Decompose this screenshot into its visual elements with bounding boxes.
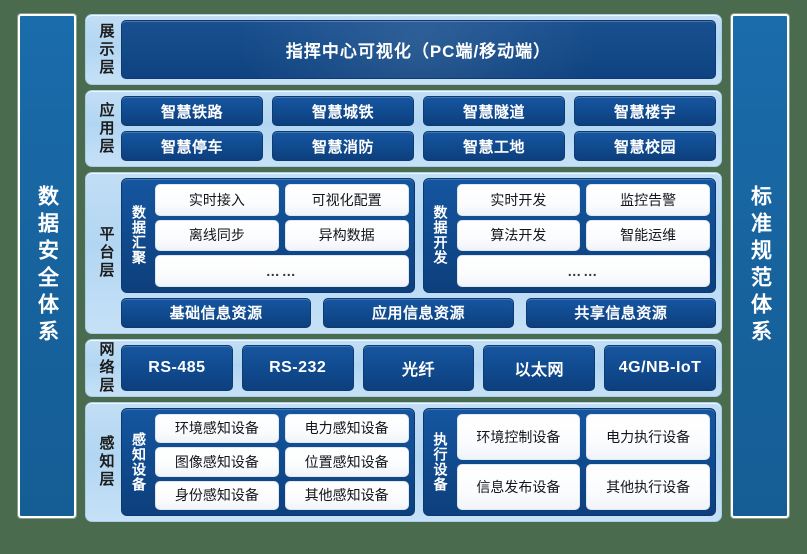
application-row-1: 智慧铁路 智慧城铁 智慧隧道 智慧楼宇 xyxy=(121,96,716,127)
network-item[interactable]: 4G/NB-IoT xyxy=(604,344,716,391)
sensing-chip[interactable]: 其他感知设备 xyxy=(284,480,409,511)
platform-groups: 数据汇聚 实时接入 可视化配置 离线同步 异构数据 xyxy=(121,178,716,293)
app-item[interactable]: 智慧楼宇 xyxy=(574,96,716,127)
platform-chip[interactable]: 智能运维 xyxy=(586,219,710,252)
sensing-chip[interactable]: 身份感知设备 xyxy=(155,480,279,511)
layer-platform-body: 数据汇聚 实时接入 可视化配置 离线同步 异构数据 xyxy=(121,178,716,328)
group-sensing-devices-items: 环境感知设备 电力感知设备 图像感知设备 位置感知设备 身份感知设备 其他感知设… xyxy=(155,413,409,511)
group-actuating-devices-items: 环境控制设备 电力执行设备 信息发布设备 其他执行设备 xyxy=(456,413,710,511)
actuating-chip[interactable]: 电力执行设备 xyxy=(586,413,710,460)
platform-chip[interactable]: 实时开发 xyxy=(456,184,581,216)
group-sensing-devices: 感知设备 环境感知设备 电力感知设备 图像感知设备 位置感知设备 xyxy=(121,407,415,517)
platform-chip[interactable]: 离线同步 xyxy=(155,219,279,252)
app-item[interactable]: 智慧校园 xyxy=(574,131,716,162)
layer-stack: 展示层 指挥中心可视化（PC端/移动端） 应用层 智慧铁路 智慧城铁 智慧隧道 … xyxy=(85,14,722,523)
item-row: 身份感知设备 其他感知设备 xyxy=(155,480,409,511)
platform-chip[interactable]: 可视化配置 xyxy=(284,184,409,216)
item-row: …… xyxy=(155,255,409,287)
item-row: 图像感知设备 位置感知设备 xyxy=(155,447,409,477)
layer-network: 网络层 RS-485 RS-232 光纤 以太网 4G/NB-IoT xyxy=(85,338,722,397)
right-pillar-label: 标准规范体系 xyxy=(748,185,772,347)
actuating-chip[interactable]: 其他执行设备 xyxy=(586,463,710,511)
group-sensing-devices-title: 感知设备 xyxy=(131,431,147,492)
item-row: 环境控制设备 电力执行设备 xyxy=(456,413,710,460)
group-data-aggregation-items: 实时接入 可视化配置 离线同步 异构数据 …… xyxy=(155,184,409,287)
platform-chip[interactable]: 算法开发 xyxy=(456,219,581,252)
resource-item[interactable]: 共享信息资源 xyxy=(525,297,716,328)
right-pillar-standards: 标准规范体系 xyxy=(731,14,789,518)
platform-chip-ellipsis[interactable]: …… xyxy=(155,255,409,287)
item-row: 信息发布设备 其他执行设备 xyxy=(456,463,710,511)
layer-application: 应用层 智慧铁路 智慧城铁 智慧隧道 智慧楼宇 智慧停车 智慧消防 智慧工地 智… xyxy=(85,90,722,168)
app-item[interactable]: 智慧停车 xyxy=(121,131,263,162)
sensing-chip[interactable]: 电力感知设备 xyxy=(284,413,409,444)
network-item[interactable]: 光纤 xyxy=(362,344,475,391)
item-row: 算法开发 智能运维 xyxy=(456,219,710,252)
group-actuating-devices-title: 执行设备 xyxy=(432,431,449,492)
platform-chip[interactable]: 监控告警 xyxy=(586,184,710,216)
layer-application-label: 应用层 xyxy=(97,101,115,156)
item-row: …… xyxy=(456,255,710,287)
perception-groups: 感知设备 环境感知设备 电力感知设备 图像感知设备 位置感知设备 xyxy=(121,407,716,517)
layer-application-body: 智慧铁路 智慧城铁 智慧隧道 智慧楼宇 智慧停车 智慧消防 智慧工地 智慧校园 xyxy=(121,96,716,162)
group-data-development: 数据开发 实时开发 监控告警 算法开发 智能运维 xyxy=(422,178,716,293)
network-items: RS-485 RS-232 光纤 以太网 4G/NB-IoT xyxy=(121,344,716,391)
app-item[interactable]: 智慧城铁 xyxy=(272,96,414,127)
layer-presentation-body: 指挥中心可视化（PC端/移动端） xyxy=(121,20,716,80)
layer-perception-label: 感知层 xyxy=(97,434,115,489)
sensing-chip[interactable]: 环境感知设备 xyxy=(155,413,279,444)
layer-presentation: 展示层 指挥中心可视化（PC端/移动端） xyxy=(85,14,722,86)
item-row: 离线同步 异构数据 xyxy=(155,219,409,252)
layer-presentation-label: 展示层 xyxy=(97,22,115,77)
network-item[interactable]: RS-485 xyxy=(121,344,233,391)
left-pillar-data-security: 数据安全体系 xyxy=(18,14,76,518)
item-row: 环境感知设备 电力感知设备 xyxy=(155,413,409,444)
item-row: 实时接入 可视化配置 xyxy=(155,184,409,216)
group-data-aggregation: 数据汇聚 实时接入 可视化配置 离线同步 异构数据 xyxy=(121,178,415,293)
app-item[interactable]: 智慧隧道 xyxy=(423,96,565,127)
group-data-aggregation-title: 数据汇聚 xyxy=(131,205,147,266)
command-center-visualization-banner[interactable]: 指挥中心可视化（PC端/移动端） xyxy=(121,20,716,80)
group-actuating-devices: 执行设备 环境控制设备 电力执行设备 信息发布设备 其他执行设备 xyxy=(422,407,716,517)
layer-perception: 感知层 感知设备 环境感知设备 电力感知设备 xyxy=(85,401,722,523)
group-data-development-items: 实时开发 监控告警 算法开发 智能运维 …… xyxy=(456,184,710,287)
actuating-chip[interactable]: 环境控制设备 xyxy=(456,413,581,460)
layer-platform: 平台层 数据汇聚 实时接入 可视化配置 xyxy=(85,172,722,334)
app-item[interactable]: 智慧消防 xyxy=(272,131,414,162)
application-row-2: 智慧停车 智慧消防 智慧工地 智慧校园 xyxy=(121,131,716,162)
sensing-chip[interactable]: 图像感知设备 xyxy=(155,447,279,477)
sensing-chip[interactable]: 位置感知设备 xyxy=(284,447,409,477)
item-row: 实时开发 监控告警 xyxy=(456,184,710,216)
app-item[interactable]: 智慧工地 xyxy=(423,131,565,162)
layer-perception-body: 感知设备 环境感知设备 电力感知设备 图像感知设备 位置感知设备 xyxy=(121,407,716,517)
layer-network-body: RS-485 RS-232 光纤 以太网 4G/NB-IoT xyxy=(121,344,716,391)
platform-chip[interactable]: 实时接入 xyxy=(155,184,279,216)
layer-platform-label: 平台层 xyxy=(97,225,115,280)
group-data-development-title: 数据开发 xyxy=(432,205,449,266)
network-item[interactable]: RS-232 xyxy=(241,344,354,391)
resource-item[interactable]: 基础信息资源 xyxy=(121,297,312,328)
left-pillar-label: 数据安全体系 xyxy=(35,185,59,347)
resource-item[interactable]: 应用信息资源 xyxy=(323,297,514,328)
layer-network-label: 网络层 xyxy=(97,340,115,395)
platform-resource-row: 基础信息资源 应用信息资源 共享信息资源 xyxy=(121,297,716,328)
platform-chip-ellipsis[interactable]: …… xyxy=(456,255,710,287)
platform-chip[interactable]: 异构数据 xyxy=(284,219,409,252)
network-item[interactable]: 以太网 xyxy=(483,344,596,391)
actuating-chip[interactable]: 信息发布设备 xyxy=(456,463,581,511)
app-item[interactable]: 智慧铁路 xyxy=(121,96,263,127)
